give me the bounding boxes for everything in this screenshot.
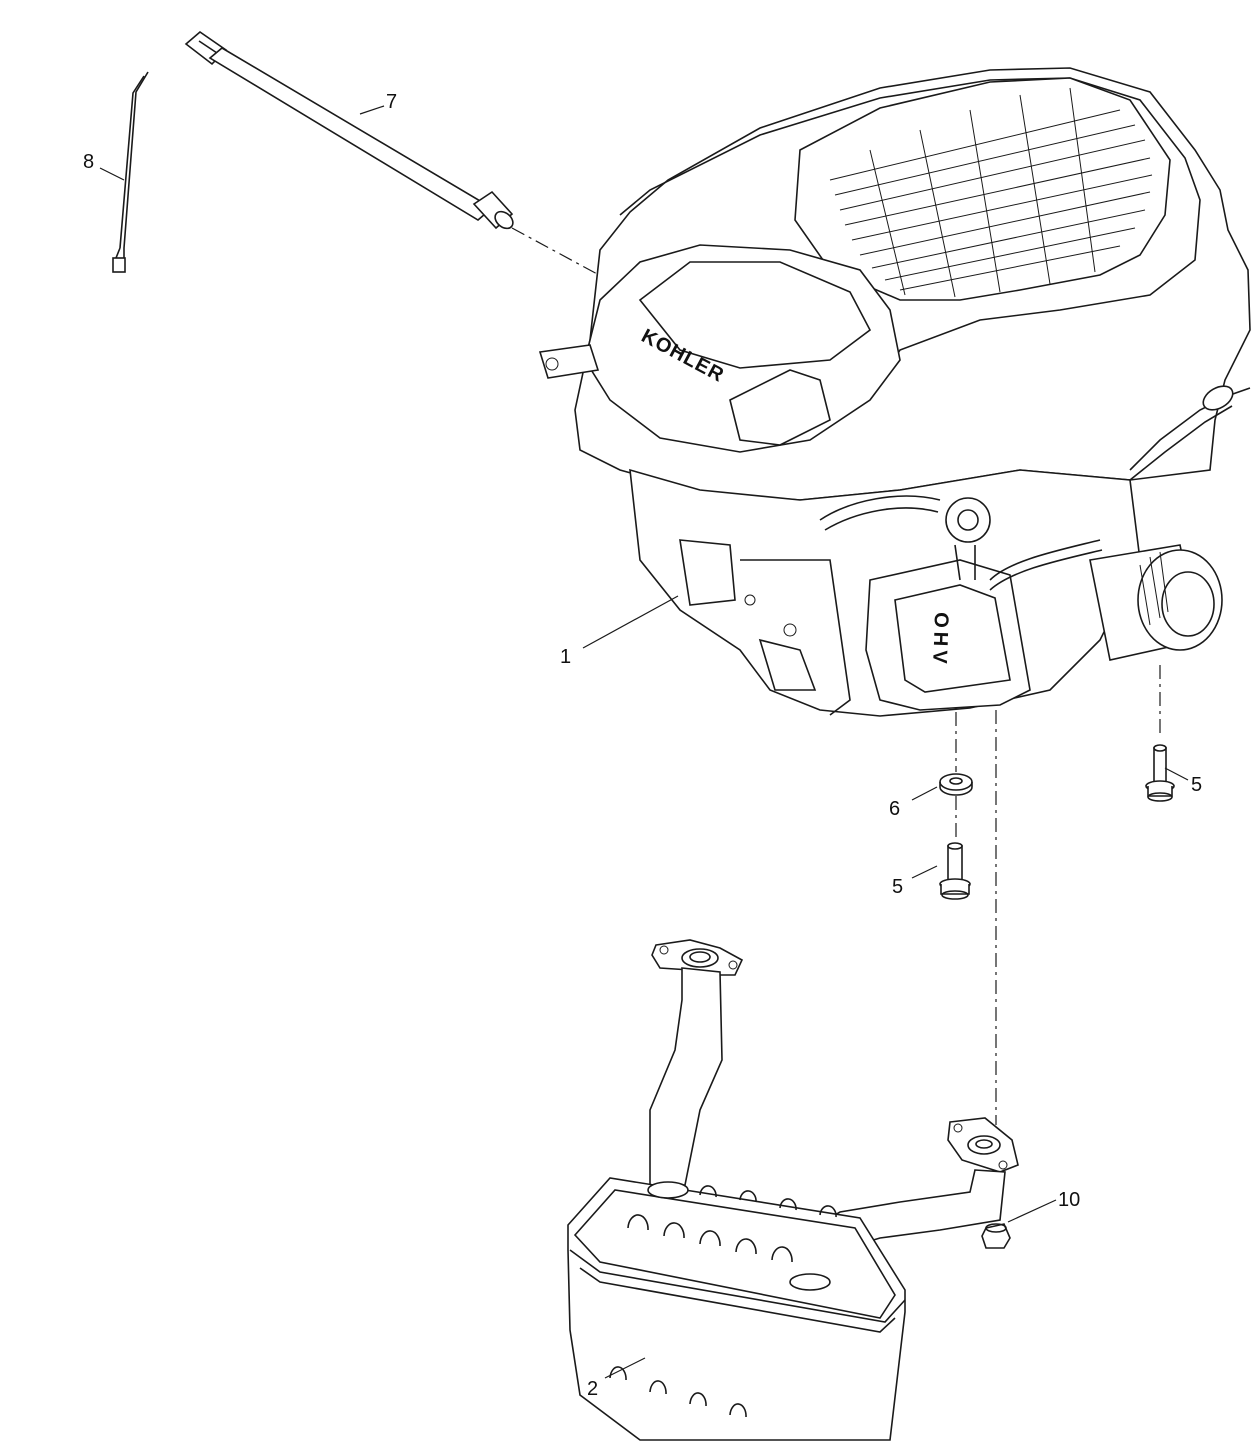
callout-leaders [99,105,1189,1379]
dipstick-tube-part[interactable] [184,30,613,283]
muffler-louvers [609,1185,837,1418]
flange-bolt-part-center[interactable] [939,842,971,900]
callout-8: 8 [83,151,94,173]
cable-tie-part[interactable] [112,71,149,273]
valve-cover-mark: OHV [928,612,952,668]
oil-filter [1089,544,1223,661]
callout-5a: 5 [1191,774,1202,796]
callout-5b: 5 [892,876,903,898]
fan-grille-slots [829,87,1153,298]
callout-labels: 1 2 5 5 6 7 8 10 [83,91,1202,1400]
flange-bolt-part-right[interactable] [1145,744,1175,802]
callout-1: 1 [560,646,571,668]
washer-part[interactable] [939,773,973,838]
callout-2: 2 [587,1378,598,1400]
flange-nut-part[interactable] [981,1223,1011,1249]
callout-10: 10 [1058,1189,1080,1211]
muffler-part[interactable] [567,939,1019,1441]
callout-7: 7 [386,91,397,113]
callout-6: 6 [889,798,900,820]
engine-assembly-part[interactable]: KOHLER OHV [538,67,1251,1125]
